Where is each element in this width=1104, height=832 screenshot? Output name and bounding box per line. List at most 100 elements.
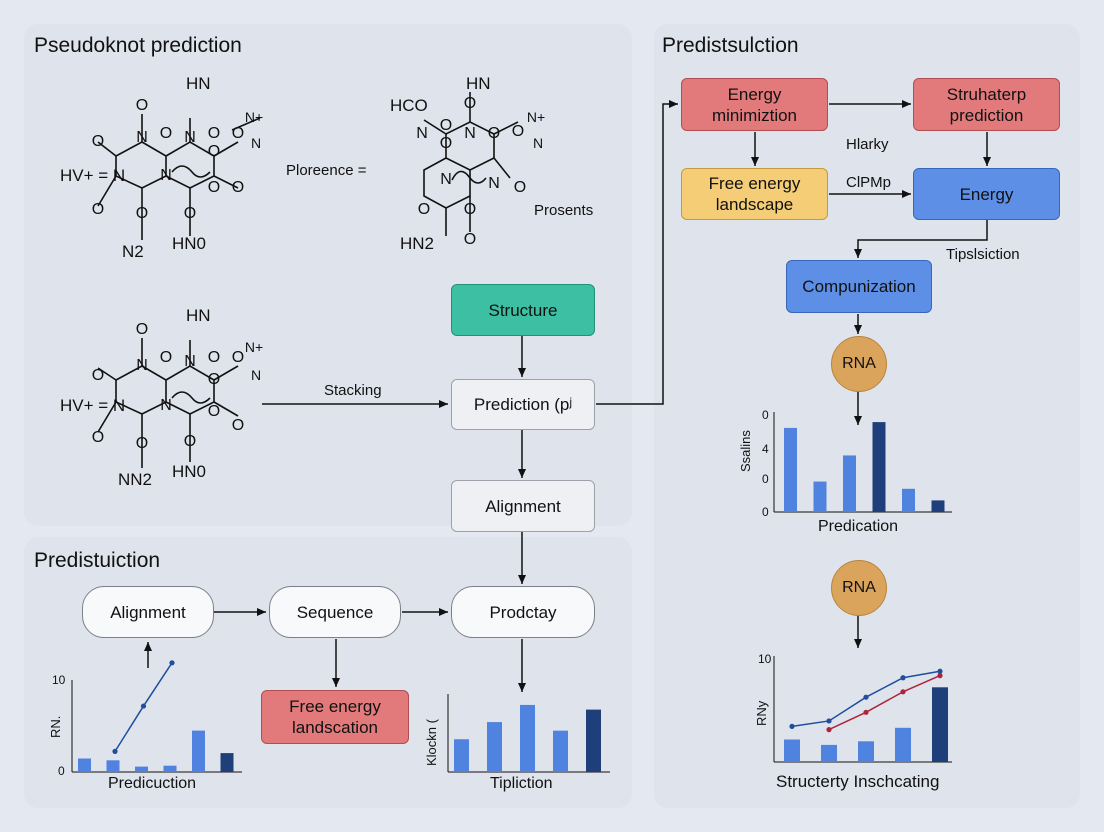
tipliction-bar-2 bbox=[520, 704, 535, 772]
tipslsiction-label: Tipslsiction bbox=[946, 246, 1020, 263]
svg-text:N: N bbox=[184, 353, 196, 370]
chart-predicuction-ytick-0: 10 bbox=[52, 673, 66, 687]
svg-text:O: O bbox=[232, 125, 244, 142]
structerty-bar-0 bbox=[784, 739, 800, 762]
tipliction-bar-1 bbox=[487, 722, 502, 772]
predicuction-bar-1 bbox=[106, 760, 120, 772]
predicuction-bar-3 bbox=[163, 765, 177, 772]
svg-text:O: O bbox=[418, 201, 430, 218]
chart-structerty-xlabel: Structerty Inschcating bbox=[776, 772, 940, 791]
svg-text:N+: N+ bbox=[527, 109, 545, 125]
predicuction-bar-5 bbox=[220, 753, 234, 772]
svg-text:N: N bbox=[416, 125, 428, 142]
tipliction-bar-0 bbox=[454, 739, 469, 772]
predication-bar-4 bbox=[902, 488, 915, 512]
structerty-s0-point-0 bbox=[789, 723, 795, 729]
predicuction-s0-point-0 bbox=[112, 748, 118, 755]
chart-predication-ytick-3: 0 bbox=[762, 505, 769, 519]
m1-hn-bottom: HN0 bbox=[172, 234, 207, 253]
molecule-1 bbox=[97, 114, 261, 240]
m3-nn-label: NN2 bbox=[118, 470, 153, 489]
svg-text:O: O bbox=[160, 125, 172, 142]
chart-predication-ytick-2: 0 bbox=[762, 472, 769, 486]
svg-text:O: O bbox=[512, 123, 524, 140]
svg-text:O: O bbox=[208, 143, 220, 160]
predistsulction-panel bbox=[654, 24, 1080, 808]
svg-text:O: O bbox=[136, 435, 148, 452]
free-energy-landscape-box[interactable]: Free energy landscape bbox=[681, 168, 828, 220]
stacking-label: Stacking bbox=[324, 382, 382, 399]
svg-text:O: O bbox=[440, 135, 452, 152]
alignment-box[interactable]: Alignment bbox=[451, 480, 595, 532]
svg-text:N: N bbox=[488, 175, 500, 192]
energy-box[interactable]: Energy bbox=[913, 168, 1060, 220]
structerty-s0-point-3 bbox=[900, 675, 906, 681]
svg-text:O: O bbox=[464, 201, 476, 218]
molecule-3 bbox=[97, 338, 239, 468]
predication-bar-1 bbox=[813, 481, 827, 512]
svg-text:O: O bbox=[232, 349, 244, 366]
svg-text:N: N bbox=[184, 129, 196, 146]
predistsulction-title: Predistsulction bbox=[662, 34, 799, 57]
chart-structerty bbox=[773, 656, 952, 763]
structerty-s1-point-2 bbox=[900, 689, 906, 695]
free-energy-landscation-box[interactable]: Free energy landscation bbox=[261, 690, 409, 744]
svg-text:N: N bbox=[251, 135, 261, 151]
m2-hn-top: HN bbox=[466, 74, 491, 93]
prediction-box[interactable]: Prediction (pʲ bbox=[451, 379, 595, 430]
svg-text:O: O bbox=[184, 205, 196, 222]
chart-predication-xlabel: Predication bbox=[818, 518, 899, 535]
svg-text:O: O bbox=[232, 417, 244, 434]
pseudoknot-panel bbox=[24, 24, 632, 526]
molecule-2 bbox=[423, 92, 519, 236]
chart-tipliction-ylabel: Klockn ( bbox=[424, 719, 439, 766]
chart-predicuction-xlabel: Predicuction bbox=[108, 775, 197, 792]
arrow-prediction-energy bbox=[596, 100, 678, 405]
predicuction-bar-0 bbox=[78, 758, 91, 772]
svg-text:O: O bbox=[208, 125, 220, 142]
svg-text:O: O bbox=[232, 179, 244, 196]
predicuction-bar-4 bbox=[192, 730, 205, 772]
rna-circle-1[interactable]: RNA bbox=[831, 336, 887, 392]
chart-tipliction-xlabel: Tipliction bbox=[490, 775, 553, 792]
chart-structerty-ytick-0: 10 bbox=[758, 652, 772, 666]
compunization-box[interactable]: Compunization bbox=[786, 260, 932, 313]
svg-text:O: O bbox=[92, 429, 104, 446]
structerty-s0-point-2 bbox=[863, 694, 869, 700]
svg-text:N: N bbox=[440, 171, 452, 188]
alignment-pill[interactable]: Alignment bbox=[82, 586, 214, 638]
m2-annotation: Prosents bbox=[534, 202, 594, 219]
chart-predicuction-ylabel: RN. bbox=[48, 715, 63, 738]
structerty-bar-2 bbox=[858, 741, 874, 762]
svg-text:O: O bbox=[208, 371, 220, 388]
m2-nn-label: HN2 bbox=[400, 234, 435, 253]
structerty-s0-point-4 bbox=[937, 668, 943, 674]
svg-text:N: N bbox=[136, 357, 148, 374]
m2-hco-label: HCO bbox=[390, 96, 428, 115]
svg-text:N: N bbox=[136, 129, 148, 146]
tipliction-bar-4 bbox=[586, 709, 601, 772]
svg-text:O: O bbox=[92, 367, 104, 384]
svg-text:O: O bbox=[136, 205, 148, 222]
svg-text:O: O bbox=[514, 179, 526, 196]
predication-bar-2 bbox=[843, 455, 856, 512]
energy-minimization-box[interactable]: Energy minimiztion bbox=[681, 78, 828, 131]
structure-box[interactable]: Structure bbox=[451, 284, 595, 336]
structerty-bar-4 bbox=[932, 687, 948, 762]
chart-predicuction-ytick-1: 0 bbox=[58, 764, 65, 778]
svg-text:N: N bbox=[251, 367, 261, 383]
struhaterp-prediction-box[interactable]: Struhaterp prediction bbox=[913, 78, 1060, 131]
prodctay-pill[interactable]: Prodctay bbox=[451, 586, 595, 638]
structerty-bar-1 bbox=[821, 744, 837, 762]
sequence-pill[interactable]: Sequence bbox=[269, 586, 401, 638]
m1-annotation: Ploreence = bbox=[286, 162, 367, 179]
chart-predication-ytick-0: 0 bbox=[762, 408, 769, 422]
chart-predicuction bbox=[71, 660, 242, 773]
predication-bar-3 bbox=[872, 422, 886, 512]
m3-left-label: HV+ = N bbox=[60, 396, 126, 415]
rna-circle-2[interactable]: RNA bbox=[831, 560, 887, 616]
tipliction-bar-3 bbox=[553, 730, 568, 772]
